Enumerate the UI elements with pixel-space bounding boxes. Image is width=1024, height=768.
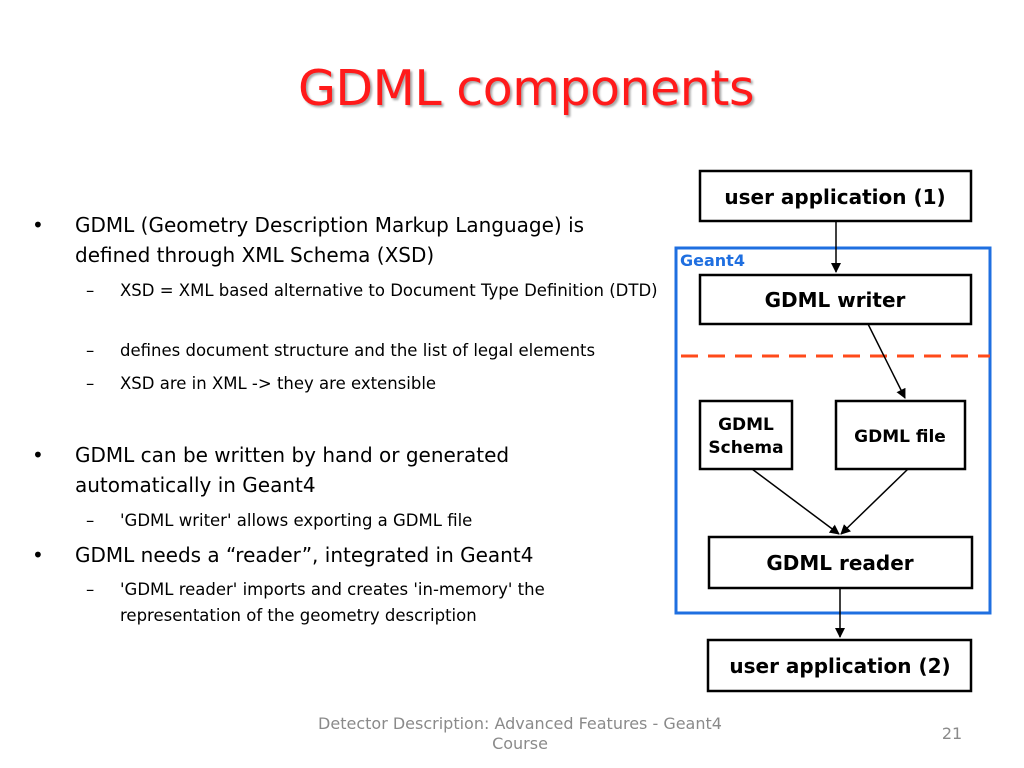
slide-title: GDML components [297,60,755,117]
sub-bullet-text: XSD = XML based alternative to Document … [120,281,658,300]
bullet-text: GDML (Geometry Description Markup Langua… [75,213,585,267]
sub-bullet-item: – defines document structure and the lis… [86,338,666,364]
sub-bullet-text: XSD are in XML -> they are extensible [120,374,437,393]
bullet-marker: • [32,543,44,567]
arrow-writer-to-file [867,323,906,399]
sub-bullet-item: – 'GDML writer' allows exporting a GDML … [86,508,666,534]
sub-bullet-text: 'GDML reader' imports and creates 'in-me… [120,580,545,625]
geant4-label: Geant4 [680,251,745,270]
gdml-schema-label-line2: Schema [708,438,783,458]
bullet-marker: • [32,443,44,467]
gdml-writer-label: GDML writer [765,288,906,312]
bullet-item: • GDML (Geometry Description Markup Lang… [32,210,642,270]
sub-bullet-marker: – [86,511,95,530]
sub-bullet-marker: – [86,341,95,360]
sub-bullet-item: – 'GDML reader' imports and creates 'in-… [86,577,666,629]
sub-bullet-text: defines document structure and the list … [120,341,596,360]
user-application-1-label: user application (1) [724,185,945,209]
user-application-2-label: user application (2) [729,654,950,678]
arrow-schema-to-reader [751,468,840,535]
bullet-text: GDML needs a “reader”, integrated in Gea… [75,543,534,567]
sub-bullet-item: – XSD are in XML -> they are extensible [86,371,666,397]
sub-bullet-marker: – [86,281,95,300]
arrow-file-to-reader [840,468,909,535]
bullet-item: • GDML needs a “reader”, integrated in G… [32,540,642,570]
geant4-frame [674,246,992,615]
slide-footer: Detector Description: Advanced Features … [318,714,722,753]
gdml-reader-label: GDML reader [766,551,913,575]
bullet-text: GDML can be written by hand or generated… [75,443,510,497]
gdml-file-box [834,399,967,471]
sub-bullet-item: – XSD = XML based alternative to Documen… [86,278,666,304]
gdml-writer-box [698,273,973,326]
user-application-2-box [706,638,973,693]
gdml-schema-label-line1: GDML [718,415,774,435]
gdml-reader-box [707,535,974,590]
page-number: 21 [941,724,963,743]
sub-bullet-marker: – [86,374,95,393]
bullet-marker: • [32,213,44,237]
gdml-schema-box [698,399,794,471]
gdml-file-label: GDML file [854,427,946,447]
sub-bullet-text: 'GDML writer' allows exporting a GDML fi… [120,511,473,530]
bullet-item: • GDML can be written by hand or generat… [32,440,642,500]
sub-bullet-marker: – [86,580,95,599]
